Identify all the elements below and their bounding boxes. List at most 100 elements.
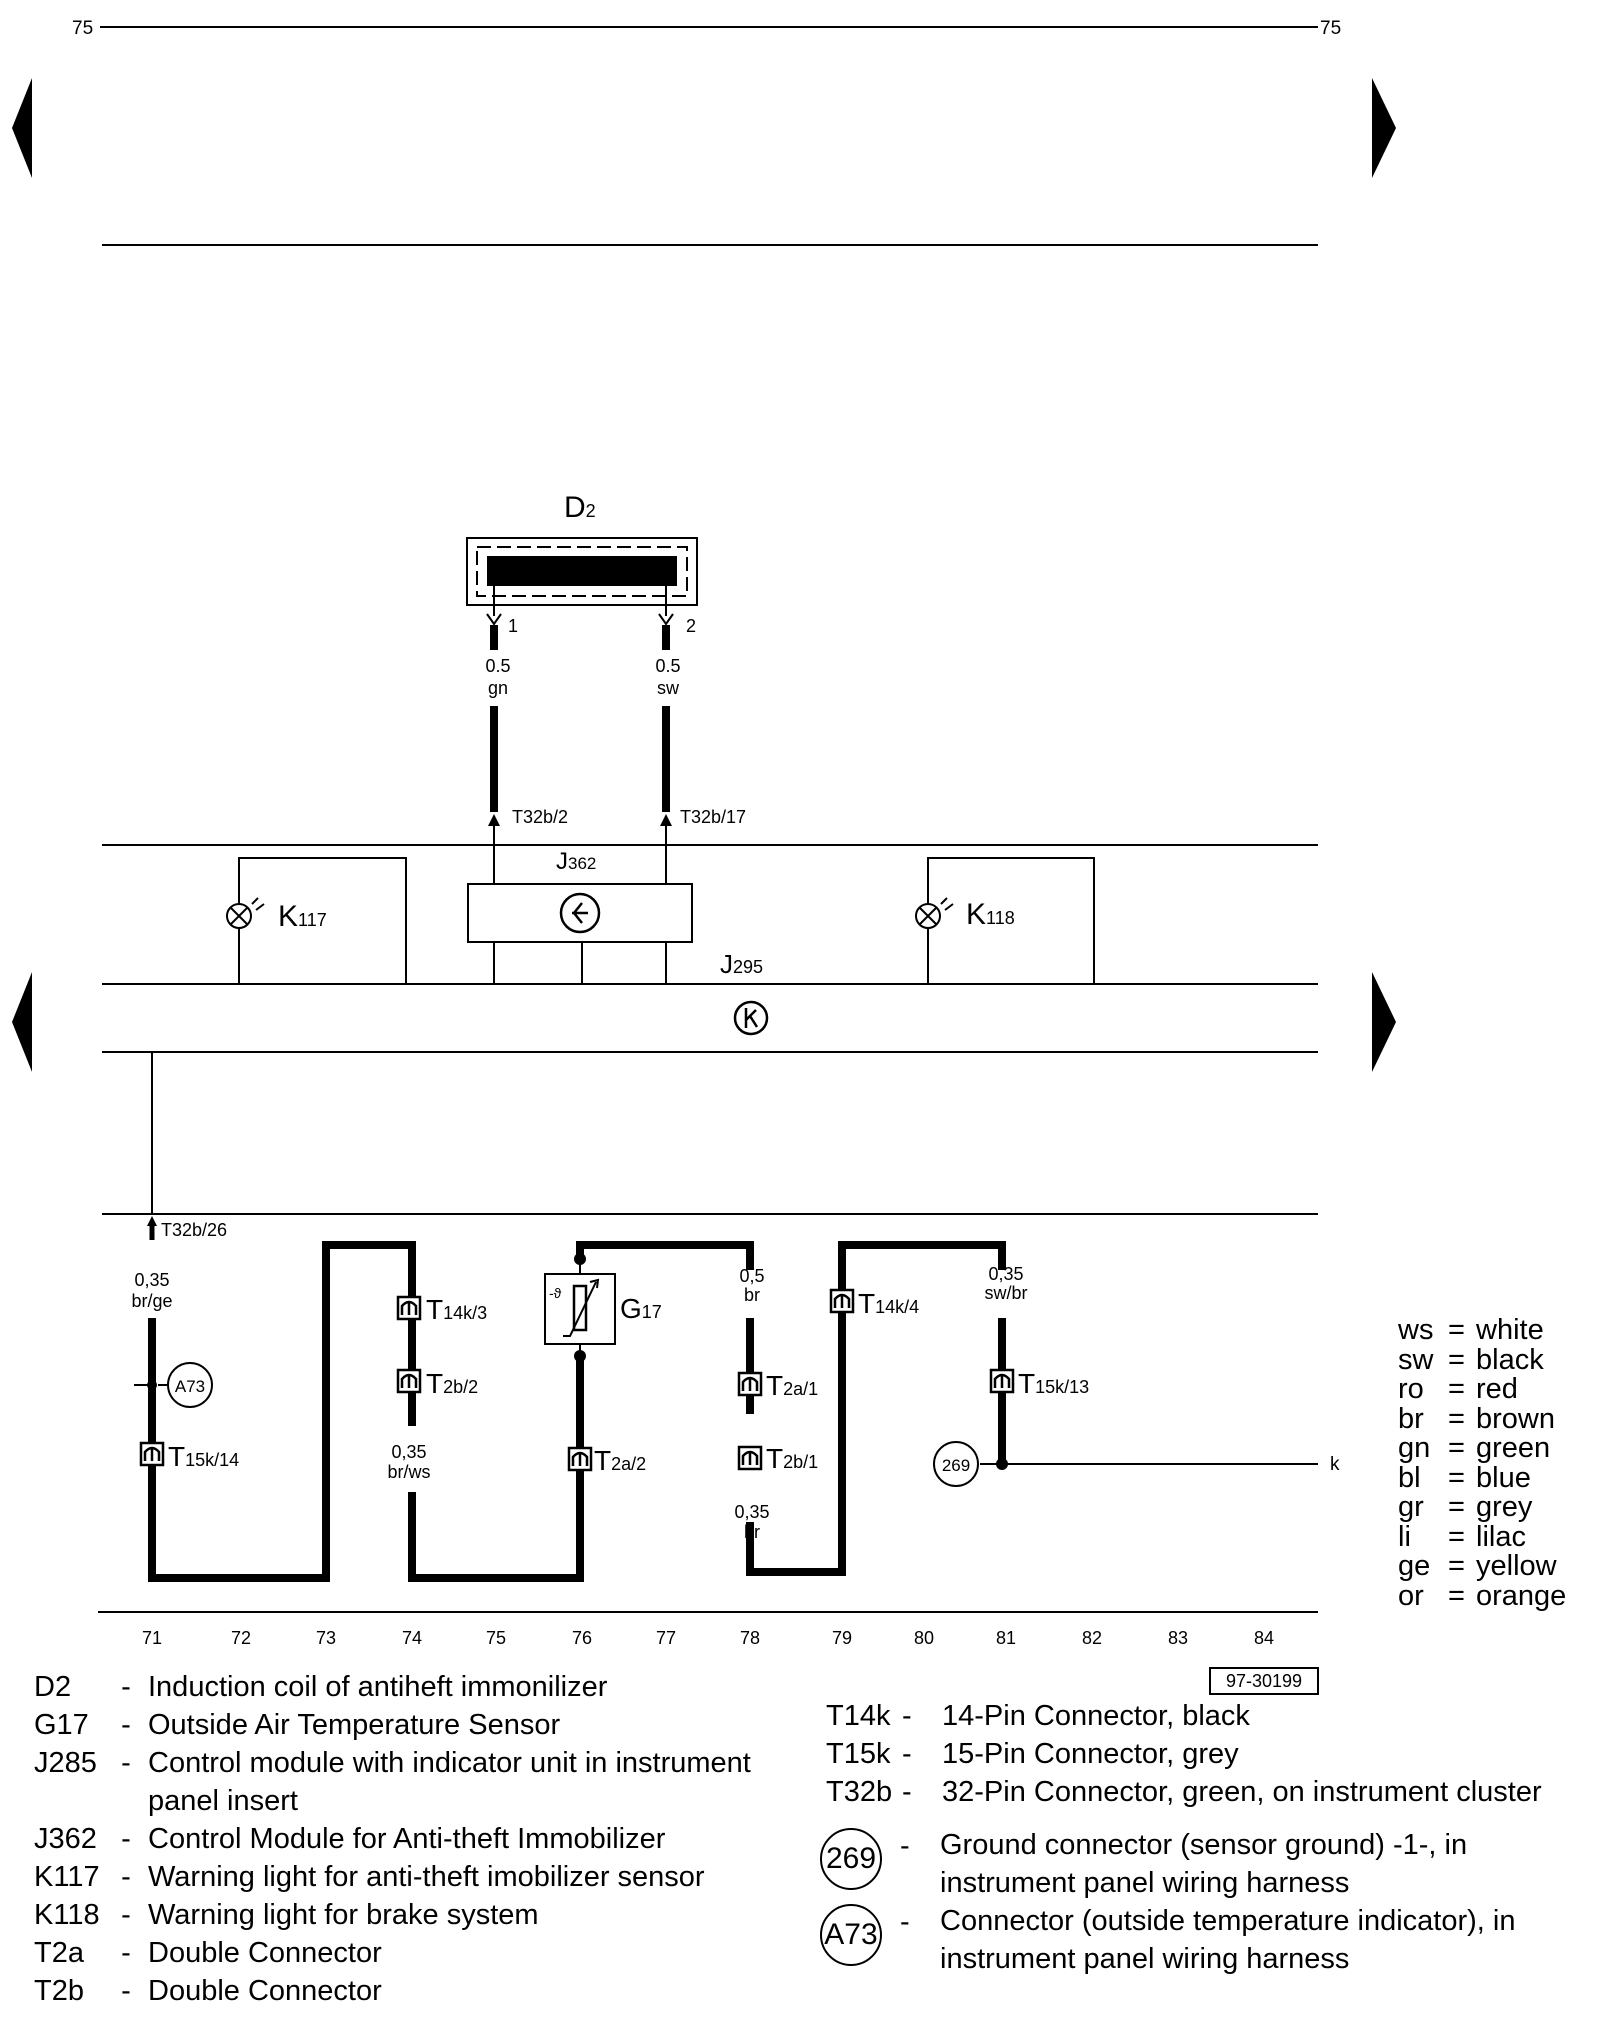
connector-label: T32b/17 [680, 807, 746, 827]
equals-sign: = [1448, 1520, 1465, 1553]
color-abbr: ws [1398, 1314, 1434, 1346]
color-name: white [1476, 1314, 1544, 1346]
d2-outer-box [466, 537, 698, 606]
d2-label: D2 [564, 491, 596, 524]
connector-label: T32b/2 [512, 807, 568, 827]
color-name: lilac [1476, 1520, 1526, 1553]
color-name: green [1476, 1432, 1551, 1464]
ruler-number: 72 [231, 1628, 251, 1648]
equals-sign: = [1448, 1373, 1465, 1405]
ruler-number: 71 [142, 1628, 162, 1648]
legend-description: Double Connector [148, 1937, 382, 1969]
equals-sign: = [1448, 1314, 1465, 1346]
equals-sign: = [1448, 1491, 1465, 1523]
immobilizer-icon [559, 892, 601, 934]
page-number-right: 75 [1320, 18, 1341, 39]
ruler-number: 74 [402, 1628, 422, 1648]
prev-section-arrow-icon[interactable] [12, 972, 32, 1072]
next-section-arrow-icon[interactable] [1372, 972, 1396, 1072]
connector-arrow-icon [660, 814, 672, 826]
figure-id: 97-30199 [1226, 1671, 1302, 1691]
connector-label: T32b/26 [161, 1220, 227, 1240]
connector-pin-icon [737, 1445, 763, 1471]
legend-row: panel insert [34, 1782, 751, 1820]
legend-description: Outside Air Temperature Sensor [148, 1709, 561, 1741]
connector-pin-icon [139, 1441, 165, 1467]
color-name: grey [1476, 1491, 1533, 1523]
ruler-number: 80 [914, 1628, 934, 1648]
legend-row: K118-Warning light for brake system [34, 1896, 751, 1934]
wire-size: 0,35 [391, 1442, 426, 1462]
color-abbr: gn [1398, 1432, 1431, 1464]
wire-color: br/ge [131, 1291, 172, 1311]
legend-dash: - [900, 1830, 910, 1862]
ruler-number: 77 [656, 1628, 676, 1648]
ground-269-label: 269 [942, 1456, 970, 1475]
color-name: red [1476, 1373, 1518, 1405]
legend-description: panel insert [148, 1785, 298, 1817]
legend-description: Double Connector [148, 1975, 382, 2007]
legend-dash: - [121, 1975, 131, 2007]
ruler-number: 84 [1254, 1628, 1274, 1648]
legend-code: T32b [826, 1776, 893, 1808]
legend-dash: - [121, 1671, 131, 1703]
wire-size: 0,5 [739, 1266, 764, 1286]
legend-dash: - [121, 1861, 131, 1893]
ruler-number: 73 [316, 1628, 336, 1648]
color-abbr: bl [1398, 1461, 1421, 1494]
component-legend: D2-Induction coil of antiheft immonilize… [34, 1668, 751, 2010]
wire-size: 0,35 [988, 1264, 1023, 1284]
wire-color: br [744, 1522, 760, 1542]
legend-description: Ground connector (sensor ground) -1-, in [940, 1829, 1468, 1861]
legend-description: 32-Pin Connector, green, on instrument c… [942, 1776, 1542, 1808]
wire-color: gn [488, 678, 508, 698]
color-key-row: sw=black [1398, 1343, 1566, 1376]
legend-description: Warning light for brake system [148, 1899, 539, 1931]
connector-pin-icon [989, 1368, 1015, 1394]
connector-a73-label: A73 [175, 1377, 205, 1396]
wire-color: br [744, 1285, 760, 1305]
legend-row: G17-Outside Air Temperature Sensor [34, 1706, 751, 1744]
legend-description: instrument panel wiring harness [940, 1943, 1350, 1975]
d2-dashed-box [476, 546, 688, 597]
legend-row: J362-Control Module for Anti-theft Immob… [34, 1820, 751, 1858]
legend-description: instrument panel wiring harness [940, 1867, 1350, 1899]
equals-sign: = [1448, 1461, 1465, 1494]
k117-label: K117 [278, 900, 327, 933]
color-key-row: gn = green [1398, 1432, 1566, 1464]
connector-label: T2a/1 [766, 1370, 818, 1401]
color-abbr: br [1398, 1402, 1424, 1435]
color-key-row: li=lilac [1398, 1520, 1566, 1553]
prev-page-arrow-icon[interactable] [12, 78, 32, 178]
equals-sign: = [1448, 1402, 1465, 1435]
color-key-row: br=brown [1398, 1402, 1566, 1435]
legend-description: Control module with indicator unit in in… [148, 1747, 751, 1779]
connector-label: T15k/13 [1018, 1368, 1089, 1399]
color-key-row: ge = yellow [1398, 1550, 1566, 1582]
symbol-circle-icon: A73 [820, 1904, 882, 1966]
legend-code: T15k [826, 1738, 891, 1770]
equals-sign: = [1448, 1343, 1465, 1376]
legend-description: Control Module for Anti-theft Immobilize… [148, 1823, 666, 1855]
connector-label: T15k/14 [168, 1441, 239, 1472]
legend-dash: - [902, 1738, 912, 1770]
symbol-circle-icon: 269 [820, 1828, 882, 1890]
legend-code: D2 [34, 1671, 72, 1703]
color-abbr: ge [1398, 1550, 1431, 1582]
connector-pin-icon [829, 1288, 855, 1314]
equals-sign: = [1448, 1550, 1465, 1582]
color-key-row: bl=blue [1398, 1461, 1566, 1494]
color-name: orange [1476, 1579, 1567, 1612]
equals-sign: = [1448, 1432, 1465, 1464]
color-name: yellow [1476, 1550, 1557, 1582]
next-page-arrow-icon[interactable] [1372, 78, 1396, 178]
legend-description: Warning light for anti-theft imobilizer … [148, 1861, 705, 1893]
symbol-legend-row: A73-Connector (outside temperature indic… [820, 1902, 1515, 1978]
legend-row: T2b-Double Connector [34, 1972, 751, 2010]
legend-code [34, 1782, 104, 1820]
wire-size: 0,35 [734, 1502, 769, 1522]
d2-pin2-arrow-icon [658, 613, 674, 626]
